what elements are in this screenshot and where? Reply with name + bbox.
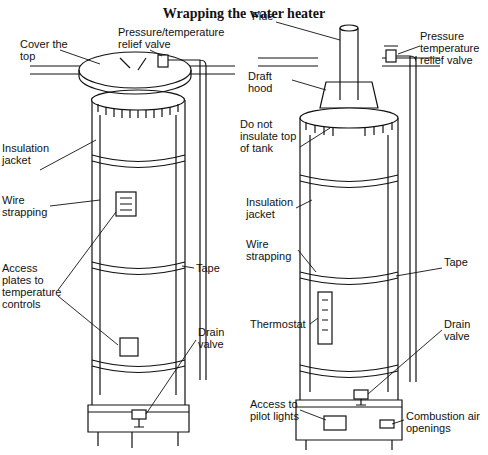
part-label: Cover the top	[20, 38, 80, 62]
part-label: Flue	[252, 10, 282, 22]
title: Wrapping the water heater	[0, 6, 488, 22]
part-label: Thermostat	[250, 318, 312, 330]
part-label: Insulation jacket	[246, 196, 298, 220]
part-label: Tape	[444, 256, 484, 268]
part-label: Drain valve	[444, 318, 484, 342]
part-label: Access to pilot lights	[250, 398, 306, 422]
part-label: Tape	[196, 262, 236, 274]
part-label: Pressure/temperature relief valve	[118, 26, 218, 50]
part-label: Wire strapping	[2, 194, 50, 218]
part-label: Insulation jacket	[2, 142, 52, 166]
part-label: Wire strapping	[246, 238, 298, 262]
part-label: Do not insulate top of tank	[240, 118, 302, 154]
part-label: Combustion air openings	[406, 410, 486, 434]
part-label: Pressure temperature relief valve	[420, 30, 486, 66]
part-label: Drain valve	[198, 326, 238, 350]
right-heater	[258, 25, 440, 450]
part-label: Draft hood	[248, 70, 292, 94]
part-label: Access plates to temperature controls	[2, 262, 62, 310]
leader-lines	[40, 22, 442, 424]
left-heater	[30, 52, 235, 448]
